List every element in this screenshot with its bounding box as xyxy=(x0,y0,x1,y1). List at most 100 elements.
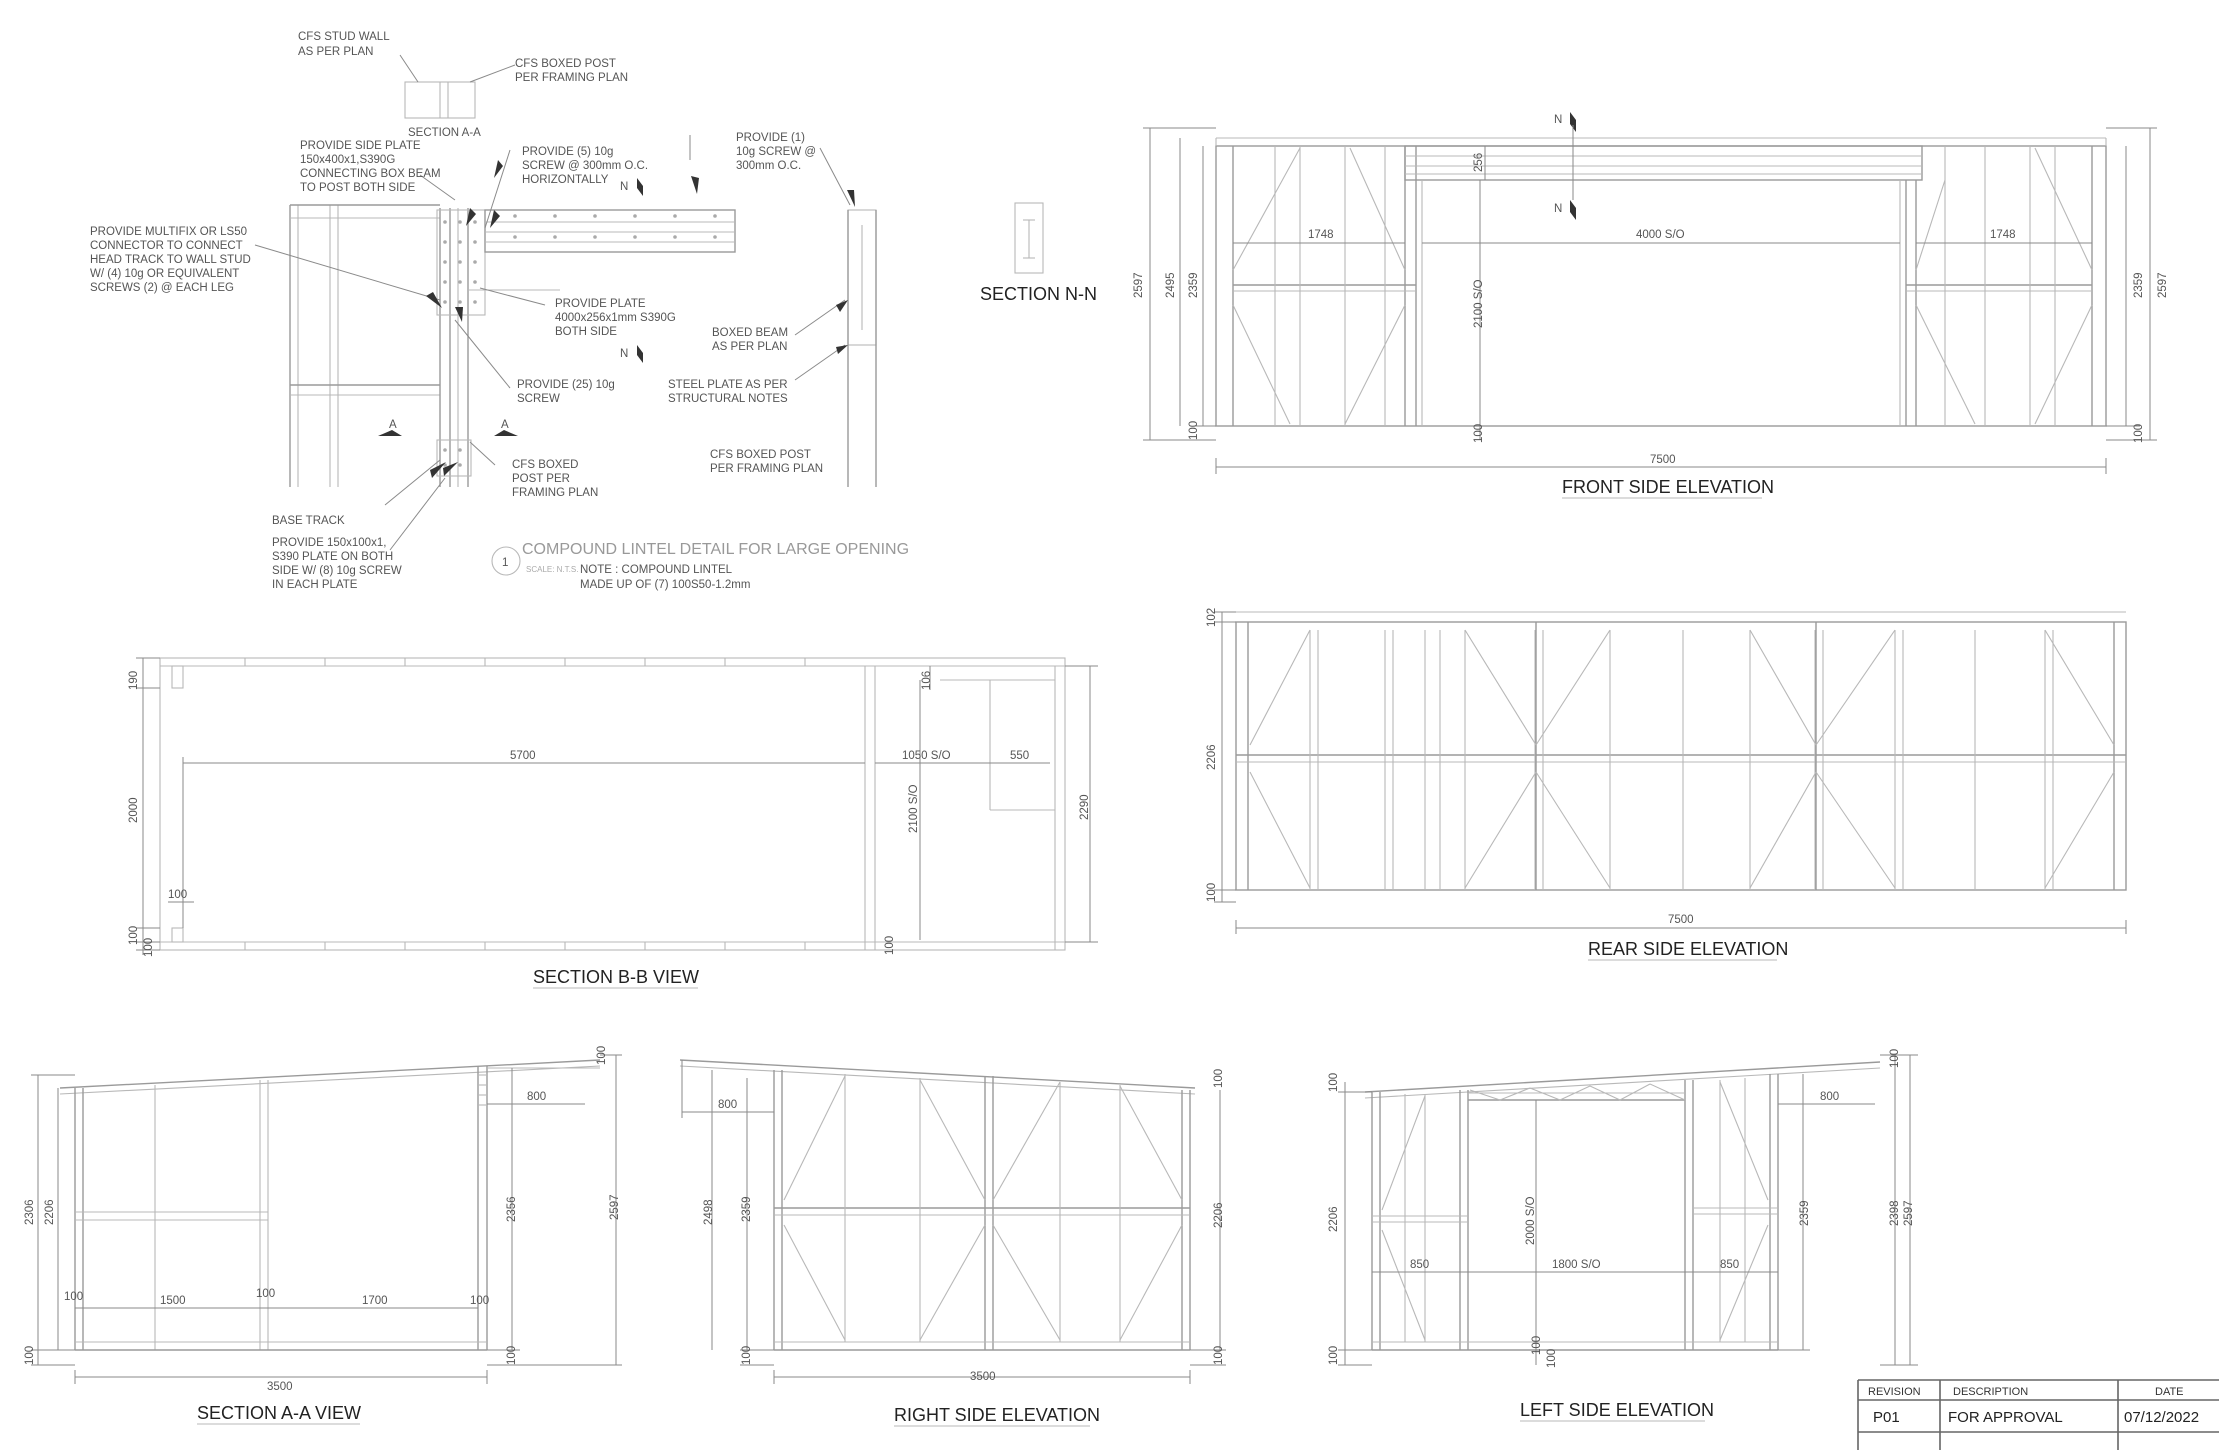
note-boxed-beam: BOXED BEAM AS PER PLAN xyxy=(712,327,791,353)
section-bb-title: SECTION B-B VIEW xyxy=(533,967,699,987)
front-dim-left-h2: 2495 xyxy=(1165,272,1177,298)
aa-dim-bay1: 1500 xyxy=(160,1295,186,1307)
left-dim-opening-h: 2000 S/O xyxy=(1525,1196,1537,1245)
front-dim-base-right: 100 xyxy=(2133,424,2145,443)
right-dim-base-left: 100 xyxy=(741,1346,753,1365)
front-side-elevation-title: FRONT SIDE ELEVATION xyxy=(1562,477,1774,497)
front-dim-overall: 7500 xyxy=(1650,454,1676,466)
bb-dim-head: 106 xyxy=(921,671,933,690)
front-dim-base-mid: 100 xyxy=(1473,424,1485,443)
right-dim-h1: 2498 xyxy=(703,1199,715,1225)
bb-dim-height: 2000 xyxy=(128,797,140,823)
left-side-elevation-title: LEFT SIDE ELEVATION xyxy=(1520,1400,1714,1420)
note-cfs-boxed-post-mid: CFS BOXED POST PER FRAMING PLAN xyxy=(512,459,598,499)
bb-dim-base2: 100 xyxy=(143,938,155,957)
note-base-track: BASE TRACK xyxy=(272,515,345,527)
rev-header-revision: REVISION xyxy=(1868,1386,1921,1398)
rear-dim-height: 2206 xyxy=(1206,744,1218,770)
left-dim-bay-left: 850 xyxy=(1410,1259,1429,1271)
right-dim-right-h: 2206 xyxy=(1213,1202,1225,1228)
left-dim-overhang: 800 xyxy=(1820,1091,1839,1103)
aa-dim-base-left: 100 xyxy=(24,1346,36,1365)
left-side-elevation: 100 2206 100 2000 S/O 850 1800 S/O 850 1… xyxy=(1328,1049,1918,1422)
section-aa-title: SECTION A-A VIEW xyxy=(197,1403,361,1423)
section-bb-view: 190 2000 100 100 100 5700 1050 S/O 550 2… xyxy=(128,657,1098,989)
front-marker-n-top: N xyxy=(1554,114,1562,126)
rear-dim-top: 102 xyxy=(1206,608,1218,627)
bb-dim-door: 1050 S/O xyxy=(902,750,951,762)
compound-lintel-detail: SECTION A-A xyxy=(90,31,1097,591)
note-cfs-boxed-post-right: CFS BOXED POST PER FRAMING PLAN xyxy=(710,449,823,475)
bb-dim-base3: 100 xyxy=(884,936,896,955)
right-side-elevation-title: RIGHT SIDE ELEVATION xyxy=(894,1405,1100,1425)
front-dim-opening-h: 2100 S/O xyxy=(1473,279,1485,328)
aa-dim-h2: 2206 xyxy=(44,1199,56,1225)
bb-dim-stud: 100 xyxy=(168,889,187,901)
left-dim-opening: 1800 S/O xyxy=(1552,1259,1601,1271)
front-dim-lintel: 256 xyxy=(1473,153,1485,172)
section-nn-box xyxy=(1014,202,1044,274)
left-dim-top-left: 100 xyxy=(1328,1073,1340,1092)
bb-dim-door-h: 2100 S/O xyxy=(908,784,920,833)
rear-side-elevation: 102 2206 100 7500 REAR SIDE ELEVATION xyxy=(1206,608,2127,961)
rear-side-elevation-title: REAR SIDE ELEVATION xyxy=(1588,939,1788,959)
aa-dim-top: 100 xyxy=(596,1046,608,1065)
front-dim-bay-left: 1748 xyxy=(1308,229,1334,241)
marker-n-top: N xyxy=(620,181,628,193)
left-dim-base-left: 100 xyxy=(1328,1346,1340,1365)
note-steel-plate: STEEL PLATE AS PER STRUCTURAL NOTES xyxy=(668,379,791,405)
bb-dim-top: 190 xyxy=(128,671,140,690)
revision-table: REVISION DESCRIPTION DATE P01 FOR APPROV… xyxy=(1857,1379,2219,1450)
right-dim-overall: 3500 xyxy=(970,1371,996,1383)
detail-scale: SCALE: N.T.S. xyxy=(526,565,578,574)
left-dim-top-right: 100 xyxy=(1889,1049,1901,1068)
front-dim-right-h1: 2359 xyxy=(2133,272,2145,298)
rev-cell-description: FOR APPROVAL xyxy=(1948,1409,2063,1426)
aa-dim-overall: 3500 xyxy=(267,1381,293,1393)
aa-dim-right-h: 2356 xyxy=(506,1196,518,1222)
left-dim-base-mid2: 100 xyxy=(1546,1349,1558,1368)
note-screw25: PROVIDE (25) 10g SCREW xyxy=(517,379,618,405)
rev-cell-date: 07/12/2022 xyxy=(2124,1409,2199,1426)
rev-header-date: DATE xyxy=(2155,1386,2184,1398)
bb-dim-base1: 100 xyxy=(128,926,140,945)
aa-dim-mid-stud: 100 xyxy=(256,1288,275,1300)
front-dim-bay-right: 1748 xyxy=(1990,229,2016,241)
right-dim-base-right: 100 xyxy=(1213,1346,1225,1365)
front-marker-n-bottom: N xyxy=(1554,203,1562,215)
front-dim-left-h1: 2597 xyxy=(1133,272,1145,298)
left-dim-right-h: 2359 xyxy=(1799,1200,1811,1226)
aa-dim-overall-h: 2597 xyxy=(609,1194,621,1220)
left-dim-h3: 2597 xyxy=(1903,1200,1915,1226)
left-dim-height: 2206 xyxy=(1328,1206,1340,1232)
note-screw1: PROVIDE (1) 10g SCREW @ 300mm O.C. xyxy=(736,132,819,172)
rev-header-description: DESCRIPTION xyxy=(1953,1386,2028,1398)
aa-dim-right-stud: 100 xyxy=(470,1295,489,1307)
left-dim-base-mid1: 100 xyxy=(1531,1336,1543,1355)
note-side-plate: PROVIDE SIDE PLATE 150x400x1,S390G CONNE… xyxy=(300,140,444,194)
section-nn-title: SECTION N-N xyxy=(980,284,1097,304)
bb-dim-side: 550 xyxy=(1010,750,1029,762)
rear-dim-overall: 7500 xyxy=(1668,914,1694,926)
marker-a-left: A xyxy=(389,419,397,431)
right-dim-top: 100 xyxy=(1213,1069,1225,1088)
note-plate150: PROVIDE 150x100x1, S390 PLATE ON BOTH SI… xyxy=(272,537,405,591)
aa-dim-left-stud: 100 xyxy=(64,1291,83,1303)
front-dim-left-h3: 2359 xyxy=(1188,272,1200,298)
aa-dim-overhang: 800 xyxy=(527,1091,546,1103)
rev-cell-revision: P01 xyxy=(1873,1409,1900,1426)
front-dim-opening: 4000 S/O xyxy=(1636,229,1685,241)
aa-dim-bay2: 1700 xyxy=(362,1295,388,1307)
marker-n-bottom: N xyxy=(620,348,628,360)
detail-title: COMPOUND LINTEL DETAIL FOR LARGE OPENING xyxy=(522,541,909,558)
rear-dim-base: 100 xyxy=(1206,883,1218,902)
note-cfs-stud-wall: CFS STUD WALL AS PER PLAN xyxy=(298,31,392,58)
front-dim-right-h2: 2597 xyxy=(2157,272,2169,298)
right-dim-h2: 2359 xyxy=(741,1196,753,1222)
detail-note: NOTE : COMPOUND LINTEL MADE UP OF (7) 10… xyxy=(580,564,750,591)
section-aa-view: 2306 2206 100 100 1500 100 1700 100 2356… xyxy=(24,1046,622,1425)
section-aa-label: SECTION A-A xyxy=(408,127,481,139)
note-cfs-boxed-post-top: CFS BOXED POST PER FRAMING PLAN xyxy=(515,58,628,84)
note-plate: PROVIDE PLATE 4000x256x1mm S390G BOTH SI… xyxy=(555,298,679,338)
